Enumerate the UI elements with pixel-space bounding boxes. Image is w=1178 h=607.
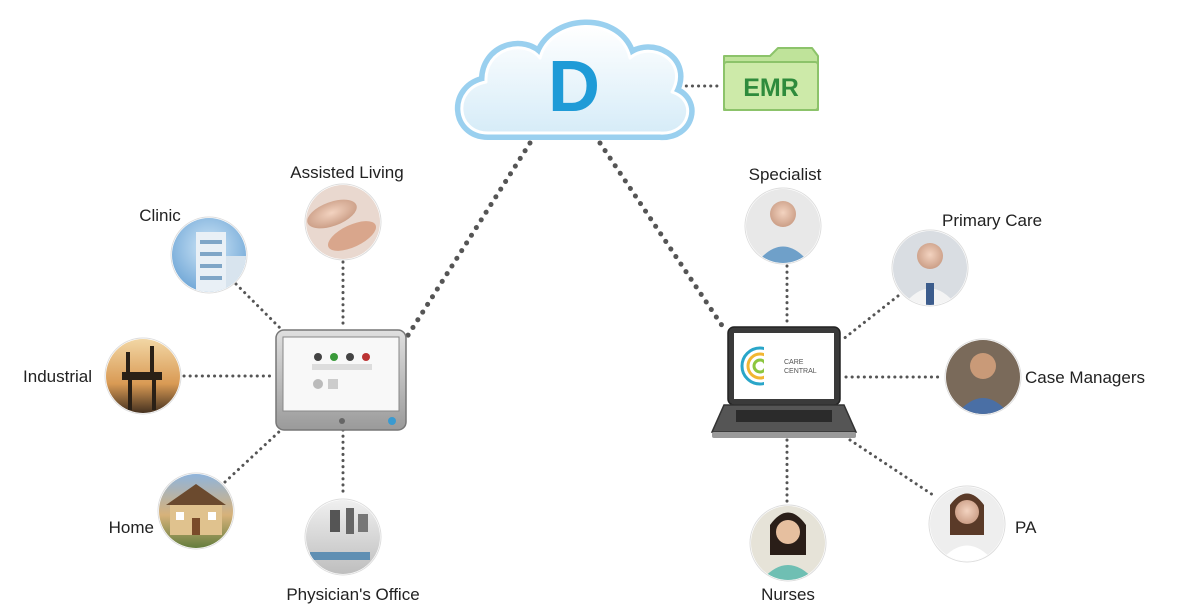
home-photo xyxy=(157,472,235,550)
connector-cloud-to-device xyxy=(402,140,533,343)
physicians-office-photo xyxy=(304,498,382,576)
connector-clinic xyxy=(234,282,282,330)
laptop-icon: CARE CENTRAL xyxy=(710,326,858,438)
nurses-photo xyxy=(749,504,827,582)
connector-home xyxy=(223,428,283,484)
connector-cloud-to-laptop xyxy=(597,140,728,333)
care-central-line2: CENTRAL xyxy=(784,368,817,375)
label-nurses: Nurses xyxy=(761,585,815,604)
label-home: Home xyxy=(108,518,154,537)
label-industrial: Industrial xyxy=(23,367,92,386)
emr-folder-icon: EMR xyxy=(723,47,819,111)
pa-photo xyxy=(928,485,1006,563)
cloud-icon: D xyxy=(454,19,695,140)
label-primary-care: Primary Care xyxy=(942,211,1043,230)
telehealth-device xyxy=(275,329,407,431)
specialist-photo xyxy=(744,187,822,265)
connector-pa xyxy=(848,438,938,499)
label-physicians-office: Physician's Office xyxy=(286,585,420,604)
label-pa: PA xyxy=(1015,518,1037,537)
case-managers-photo xyxy=(944,338,1022,416)
emr-label: EMR xyxy=(743,74,799,102)
care-central-line1: CARE xyxy=(784,359,804,366)
primary-care-photo xyxy=(891,229,969,307)
assisted-living-photo xyxy=(304,183,382,261)
connectors xyxy=(182,84,945,505)
connector-primary-care xyxy=(840,294,900,342)
label-assisted-living: Assisted Living xyxy=(290,163,404,182)
label-specialist: Specialist xyxy=(748,165,822,184)
clinic-photo xyxy=(170,216,248,294)
label-clinic: Clinic xyxy=(139,206,181,225)
cloud-letter: D xyxy=(548,47,600,127)
industrial-photo xyxy=(104,337,182,415)
label-case-managers: Case Managers xyxy=(1025,368,1146,387)
